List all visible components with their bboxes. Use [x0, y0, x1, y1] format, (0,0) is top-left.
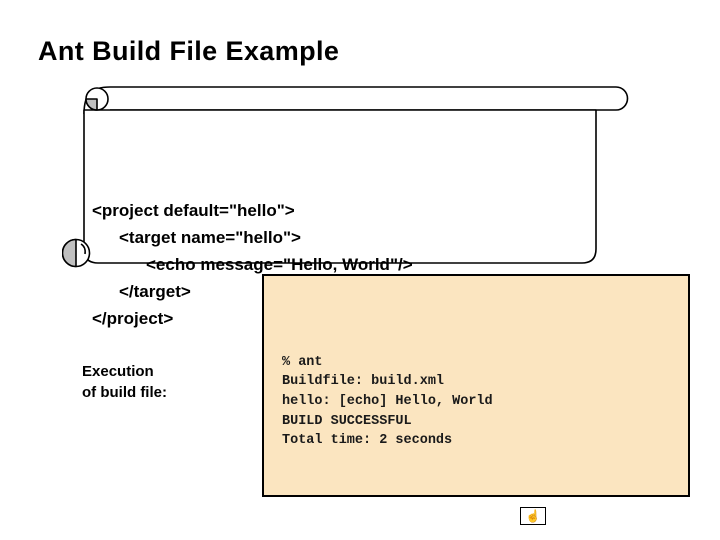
hand-pointer-icon: ☝: [525, 509, 541, 523]
code-line: <project default="hello">: [92, 201, 295, 220]
scroll-shape: [62, 86, 629, 268]
action-button[interactable]: ☝: [520, 507, 546, 525]
code-line: <target name="hello">: [119, 228, 301, 247]
execution-label-line2: of build file:: [82, 384, 167, 401]
terminal-line: Buildfile: build.xml: [282, 374, 445, 390]
terminal-line: % ant: [282, 354, 323, 370]
code-line: </project>: [92, 309, 174, 328]
code-line: </target>: [119, 282, 191, 301]
scroll-top-curl-shading: [85, 98, 98, 111]
code-line: <echo message="Hello, World"/>: [146, 255, 413, 274]
terminal-line: hello: [echo] Hello, World: [282, 393, 493, 409]
execution-label-line1: Execution: [82, 363, 154, 380]
execution-label: Execution of build file:: [82, 361, 167, 403]
terminal-line: Total time: 2 seconds: [282, 433, 453, 449]
page-title: Ant Build File Example: [38, 36, 340, 66]
scroll-bottom-curl-shading: [62, 238, 77, 268]
build-file-code: <project default="hello"> <target name="h…: [92, 116, 592, 332]
scroll-bottom-curl-spiral: [80, 243, 86, 255]
terminal-line: BUILD SUCCESSFUL: [282, 413, 412, 429]
